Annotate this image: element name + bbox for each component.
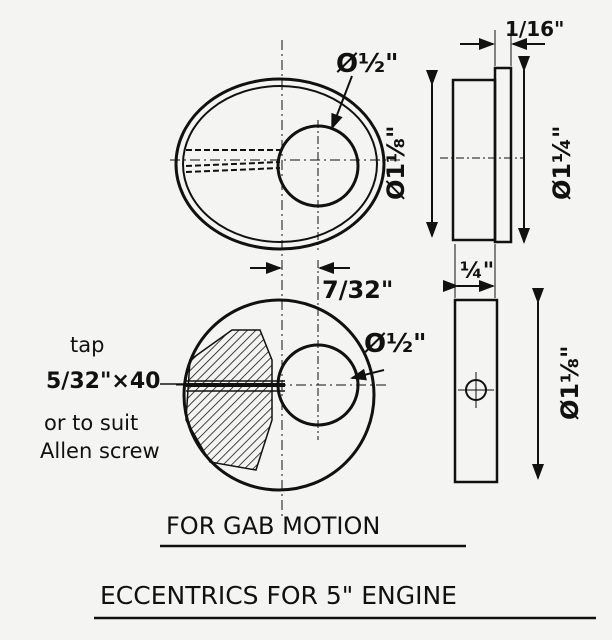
top-side-view: 1/16" Ø1⅛" Ø1¼" <box>382 17 576 244</box>
flange-rect <box>493 66 513 244</box>
width-label: ¼" <box>460 259 494 284</box>
tap-note-line-2: 5/32"×40 <box>46 369 160 394</box>
bottom-bore-label: Ø½" <box>364 329 427 359</box>
outer-circle-inner <box>182 85 378 243</box>
bore-leader <box>331 75 353 130</box>
tap-note-line-3: or to suit <box>44 411 138 435</box>
offset-label: 7/32" <box>322 276 393 304</box>
subtitle-caption: FOR GAB MOTION <box>166 512 380 540</box>
bottom-dia-label: Ø1⅛" <box>556 346 584 420</box>
bottom-front-view: 7/32" Ø½" tap 5/32"×40 or to suit Allen … <box>40 260 427 492</box>
set-screw-hidden-lines <box>185 149 281 173</box>
hatched-section <box>185 329 273 471</box>
captions: FOR GAB MOTION ECCENTRICS FOR 5" ENGINE <box>94 512 596 620</box>
top-left-dia-label: Ø1⅛" <box>382 126 410 200</box>
top-bore-label: Ø½" <box>336 49 399 79</box>
top-right-dia-label: Ø1¼" <box>548 126 576 200</box>
tap-note-line-4: Allen screw <box>40 439 160 463</box>
tap-note-line-1: tap <box>70 333 104 357</box>
body-rect <box>451 78 497 242</box>
bottom-bore-leader <box>350 368 385 381</box>
flange-label: 1/16" <box>505 17 564 41</box>
outer-circle-outer <box>174 77 386 251</box>
bottom-side-view: ¼" Ø1⅛" <box>443 244 584 484</box>
title-caption: ECCENTRICS FOR 5" ENGINE <box>100 581 457 610</box>
outer-circle <box>182 298 376 492</box>
bottom-body-rect <box>453 298 499 484</box>
top-front-view: Ø½" <box>170 40 400 520</box>
